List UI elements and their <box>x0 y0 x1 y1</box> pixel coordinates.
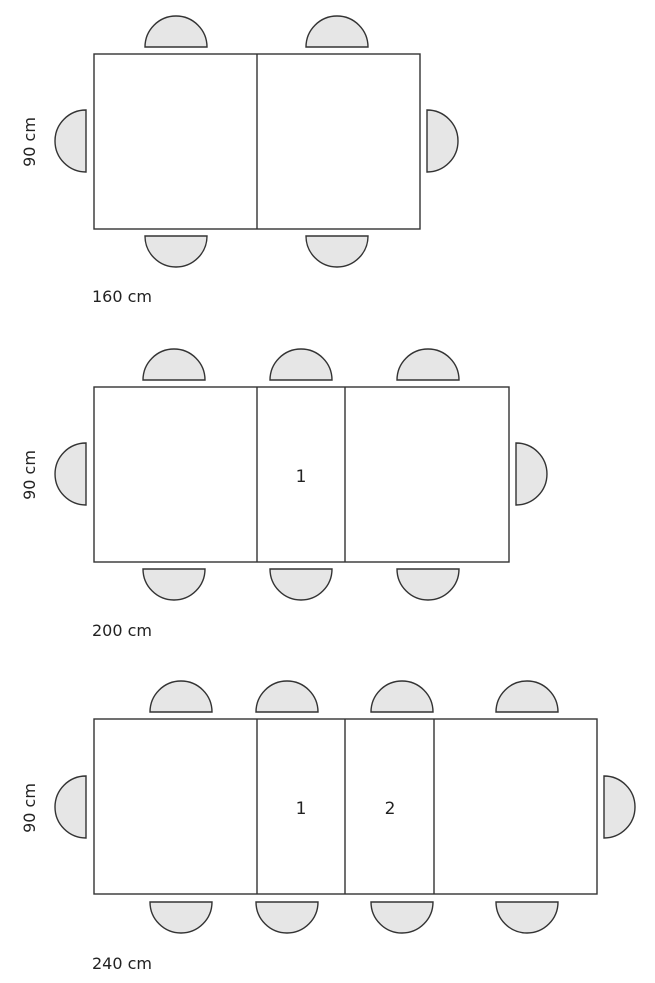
extension-leaf-label: 2 <box>385 799 396 819</box>
chair-top <box>495 680 559 713</box>
table-160: 90 cm 160 cm <box>20 15 459 306</box>
table-240: 1 2 90 cm 240 cm <box>20 680 636 973</box>
chair-top <box>305 15 369 48</box>
chair-right <box>515 442 548 506</box>
chair-top <box>149 680 213 713</box>
extension-leaf-label: 1 <box>296 467 307 487</box>
chair-left <box>54 109 87 173</box>
chair-bottom <box>305 235 369 268</box>
chair-top <box>142 348 206 381</box>
chairs <box>54 15 459 268</box>
chair-bottom <box>144 235 208 268</box>
chair-top <box>144 15 208 48</box>
chair-bottom <box>495 901 559 934</box>
chair-top <box>255 680 319 713</box>
tabletop <box>93 386 510 563</box>
chair-left <box>54 775 87 839</box>
chair-top <box>370 680 434 713</box>
chair-top <box>396 348 460 381</box>
depth-label: 90 cm <box>20 117 39 167</box>
width-label: 160 cm <box>92 287 152 306</box>
depth-label: 90 cm <box>20 450 39 500</box>
table-200: 1 90 cm 200 cm <box>20 348 548 640</box>
chair-right <box>426 109 459 173</box>
chair-bottom <box>269 568 333 601</box>
chair-bottom <box>142 568 206 601</box>
chair-bottom <box>149 901 213 934</box>
depth-label: 90 cm <box>20 783 39 833</box>
chairs <box>54 348 548 601</box>
chair-bottom <box>396 568 460 601</box>
width-label: 240 cm <box>92 954 152 973</box>
chair-bottom <box>370 901 434 934</box>
extension-leaf-label: 1 <box>296 799 307 819</box>
chair-bottom <box>255 901 319 934</box>
chairs <box>54 680 636 934</box>
chair-left <box>54 442 87 506</box>
chair-right <box>603 775 636 839</box>
width-label: 200 cm <box>92 621 152 640</box>
chair-top <box>269 348 333 381</box>
